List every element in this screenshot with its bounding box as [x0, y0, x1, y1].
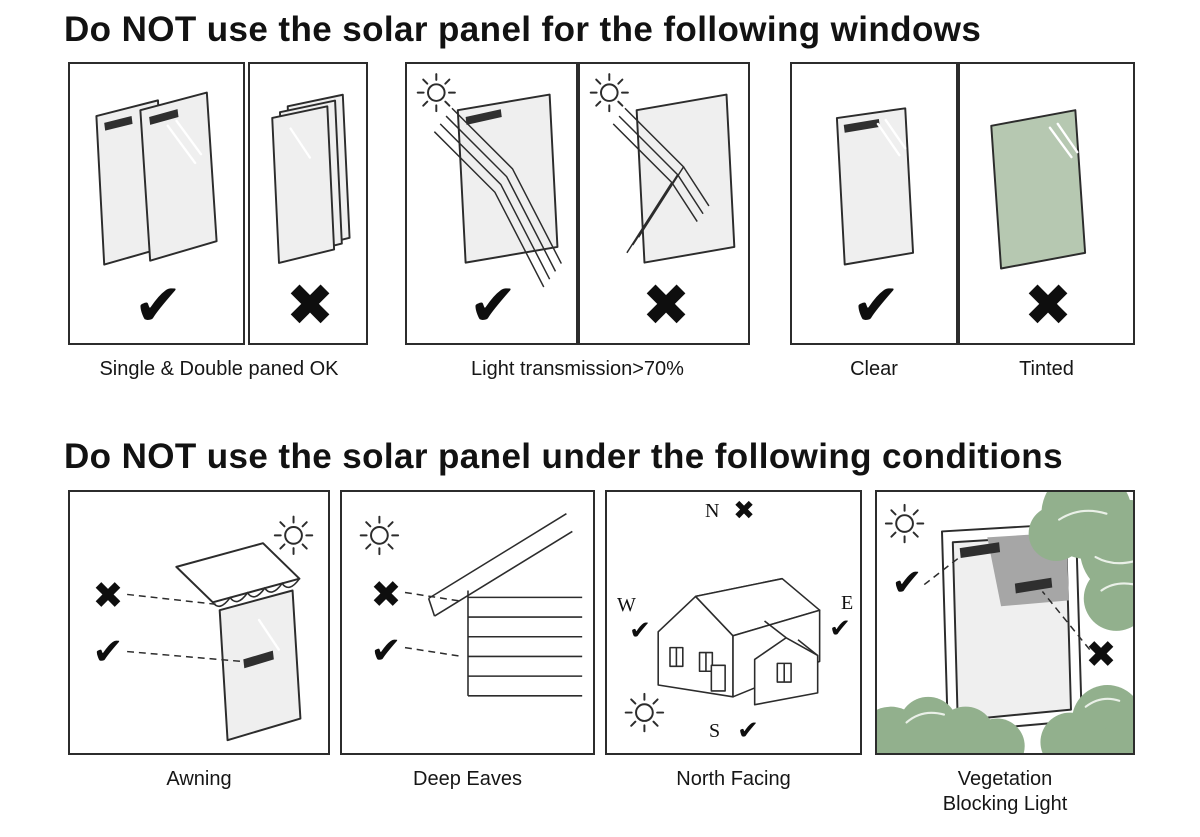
solar-device-bar — [1014, 577, 1053, 594]
section2-title: Do NOT use the solar panel under the fol… — [64, 437, 1063, 476]
caption-awning: Awning — [166, 768, 232, 790]
double-pane-illustration — [95, 91, 218, 266]
check-icon: ✔ — [468, 271, 518, 339]
caption-deep-eaves: Deep Eaves — [413, 768, 522, 790]
tree-canopy-icon — [1028, 492, 1133, 631]
panel-vegetation: ✔ ✖ — [875, 490, 1135, 755]
panel-light-transmission-fail: ✖ — [578, 62, 750, 345]
check-icon: ✔ — [629, 616, 651, 646]
clear-window-illustration — [835, 107, 915, 266]
cross-icon: ✖ — [1085, 633, 1117, 676]
panel-north-facing: N ✖ W ✔ E ✔ S ✔ — [605, 490, 862, 755]
sun-icon — [884, 503, 925, 544]
house-icon — [657, 577, 821, 706]
panel-deep-eaves: ✖ ✔ — [340, 490, 595, 755]
check-icon: ✔ — [737, 716, 759, 746]
pointer-dash-line — [404, 646, 463, 658]
pointer-dash-line — [923, 553, 965, 586]
compass-north: N — [705, 500, 720, 522]
compass-east: E — [841, 592, 854, 614]
tinted-pane-icon — [990, 109, 1087, 270]
cross-icon: ✖ — [285, 271, 335, 339]
panel-tinted-window: ✖ — [958, 62, 1135, 345]
caption-single-double-pane: Single & Double paned OK — [99, 358, 339, 380]
compass-south: S — [709, 720, 721, 742]
pointer-dash-line — [1041, 591, 1091, 651]
window-pane-icon — [95, 91, 218, 266]
caption-vegetation: Vegetation Blocking Light — [942, 768, 1068, 815]
check-icon: ✔ — [891, 561, 923, 604]
panel-awning: ✖ ✔ — [68, 490, 330, 755]
caption-clear: Clear — [850, 358, 898, 380]
panel-single-double-pane: ✔ — [68, 62, 245, 345]
tinted-window-illustration — [990, 109, 1087, 270]
sun-icon — [416, 73, 456, 113]
window-pane-icon — [835, 107, 915, 266]
check-icon: ✔ — [92, 630, 124, 673]
cross-icon: ✖ — [370, 573, 402, 616]
cross-icon: ✖ — [92, 574, 124, 617]
reflected-rays-icon — [612, 107, 710, 254]
cross-icon: ✖ — [1023, 271, 1073, 339]
check-icon: ✔ — [370, 629, 402, 672]
compass-west: W — [617, 594, 636, 616]
cross-icon: ✖ — [733, 496, 755, 526]
pointer-dash-line — [404, 591, 463, 603]
awning-illustration — [127, 515, 314, 742]
transmission-pass-illustration — [416, 73, 562, 288]
section1-title: Do NOT use the solar panel for the follo… — [64, 10, 982, 49]
pointer-dash-line — [127, 593, 216, 606]
caption-tinted: Tinted — [1019, 358, 1074, 380]
check-icon: ✔ — [829, 614, 851, 644]
sun-icon — [359, 515, 400, 556]
caption-light-transmission: Light transmission>70% — [471, 358, 684, 380]
panel-light-transmission-pass: ✔ — [405, 62, 578, 345]
eaves-icon — [427, 513, 583, 697]
north-facing-illustration — [624, 577, 821, 733]
transmission-fail-illustration — [589, 73, 736, 264]
check-icon: ✔ — [851, 271, 901, 339]
panel-clear-window: ✔ — [790, 62, 958, 345]
sun-icon — [273, 515, 314, 556]
window-pane-icon — [635, 93, 736, 264]
bush-icon — [877, 685, 1133, 753]
solar-device-bar — [959, 542, 1001, 559]
pointer-dash-line — [127, 650, 242, 663]
panel-triple-pane: ✖ — [248, 62, 368, 345]
sun-icon — [589, 73, 629, 113]
light-rays-icon — [433, 107, 562, 288]
cross-icon: ✖ — [641, 271, 691, 339]
stacked-panes-icon — [271, 93, 351, 264]
triple-pane-illustration — [271, 93, 351, 264]
deep-eaves-illustration — [359, 513, 583, 697]
sun-icon — [624, 692, 665, 733]
check-icon: ✔ — [133, 271, 183, 339]
window-pane-icon — [218, 589, 302, 742]
vegetation-illustration — [877, 492, 1133, 753]
caption-north-facing: North Facing — [676, 768, 791, 790]
awning-icon — [175, 542, 301, 608]
